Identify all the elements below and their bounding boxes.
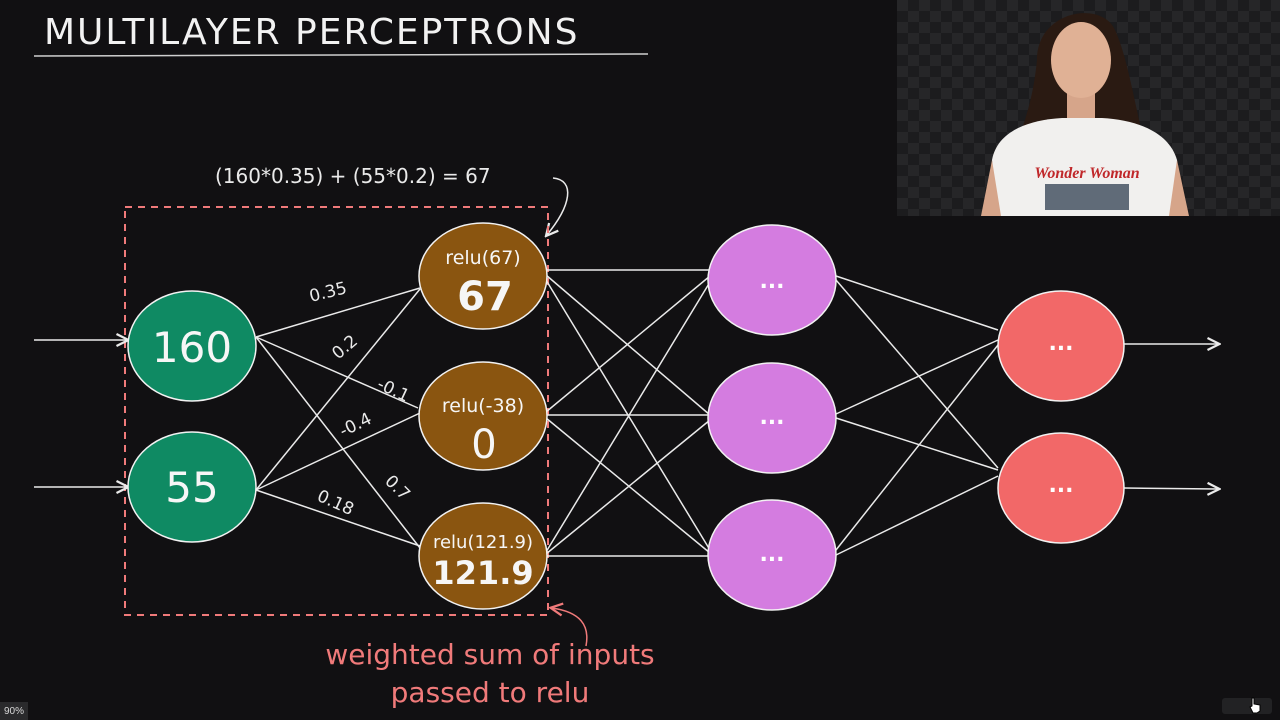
hidden1-value: 121.9 xyxy=(432,554,533,592)
hidden1-hidden2-connections xyxy=(545,269,711,557)
hidden1-node: relu(67) 67 xyxy=(418,222,548,330)
zoom-level-badge: 90% xyxy=(0,702,28,720)
hidden2-label: ... xyxy=(759,542,784,567)
title-underline xyxy=(33,53,649,57)
input-node: 55 xyxy=(127,431,257,543)
formula-text: (160*0.35) + (55*0.2) = 67 xyxy=(215,164,491,188)
hidden1-node: relu(-38) 0 xyxy=(418,361,548,471)
hidden1-value: 0 xyxy=(471,422,496,468)
hidden2-output-connections xyxy=(835,275,999,556)
presenter-video: Wonder Woman xyxy=(897,0,1280,216)
hidden2-node: ... xyxy=(707,224,837,336)
caption-line-2: passed to relu xyxy=(391,676,590,709)
input-hidden1-connections xyxy=(255,287,421,549)
caption-line-1: weighted sum of inputs xyxy=(325,638,654,671)
input-node-label: 55 xyxy=(165,463,218,512)
output-node: ... xyxy=(997,290,1125,402)
shirt-logo: Wonder Woman xyxy=(1034,165,1139,182)
hidden2-node: ... xyxy=(707,362,837,474)
hidden1-fn-label: relu(121.9) xyxy=(433,532,533,553)
hidden2-node: ... xyxy=(707,499,837,611)
presenter-video-frame: Wonder Woman xyxy=(897,0,1280,216)
output-label: ... xyxy=(1048,331,1073,356)
formula-arrow xyxy=(546,177,569,236)
caption-arrow xyxy=(552,608,588,647)
weight-label: 0.7 xyxy=(380,471,413,504)
weight-label: -0.1 xyxy=(374,374,413,406)
output-node: ... xyxy=(997,432,1125,544)
presenter-shirt xyxy=(992,118,1182,216)
output-arrow-2 xyxy=(1123,488,1218,489)
hidden1-node: relu(121.9) 121.9 xyxy=(418,502,548,610)
hand-cursor-icon xyxy=(1249,697,1261,714)
page-title: MULTILAYER PERCEPTRONS xyxy=(44,12,579,53)
hidden2-label: ... xyxy=(759,269,784,294)
weight-label: 0.35 xyxy=(307,278,349,307)
hidden1-value: 67 xyxy=(457,274,513,320)
hidden1-fn-label: relu(67) xyxy=(445,247,520,269)
weight-label: 0.18 xyxy=(314,486,357,520)
player-control[interactable] xyxy=(1222,698,1272,714)
hidden1-fn-label: relu(-38) xyxy=(442,395,524,417)
weight-label: 0.2 xyxy=(328,331,362,364)
input-node-label: 160 xyxy=(152,323,232,372)
hidden2-label: ... xyxy=(759,405,784,430)
output-label: ... xyxy=(1048,473,1073,498)
input-node: 160 xyxy=(127,290,257,402)
presenter-face xyxy=(1051,22,1111,98)
